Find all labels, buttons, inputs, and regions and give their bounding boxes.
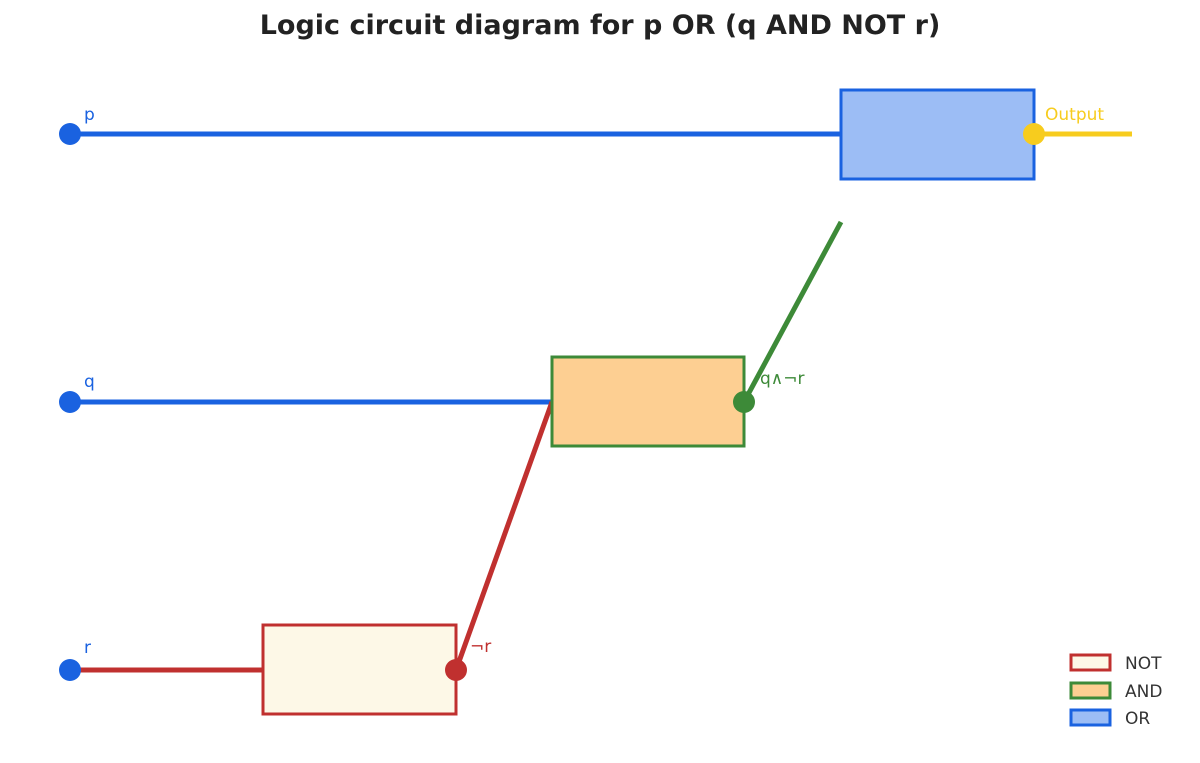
wire-not-to-and [453, 401, 555, 671]
or-output-node [1023, 123, 1045, 145]
not-output-node [445, 659, 467, 681]
diagram-title: Logic circuit diagram for p OR (q AND NO… [259, 10, 941, 41]
not-output-label: ¬r [470, 637, 491, 657]
and-gate [550, 355, 746, 448]
or-gate [839, 88, 1036, 181]
legend: NOT AND OR [1069, 653, 1162, 729]
legend-label-not: NOT [1125, 654, 1162, 674]
legend-label-and: AND [1125, 682, 1162, 702]
output-label: Output [1045, 105, 1104, 125]
not-gate [261, 623, 458, 716]
and-output-label: q∧¬r [760, 369, 804, 389]
wire-and-to-or [741, 220, 844, 404]
legend-label-or: OR [1125, 709, 1150, 729]
and-output-node [733, 391, 755, 413]
legend-swatch-or [1069, 708, 1112, 727]
legend-swatch-and [1069, 681, 1112, 700]
input-label-r: r [84, 638, 91, 658]
input-label-q: q [84, 372, 95, 392]
legend-swatch-not [1069, 653, 1112, 672]
input-node-p [59, 123, 81, 145]
input-node-q [59, 391, 81, 413]
input-label-p: p [84, 105, 95, 125]
input-node-r [59, 659, 81, 681]
